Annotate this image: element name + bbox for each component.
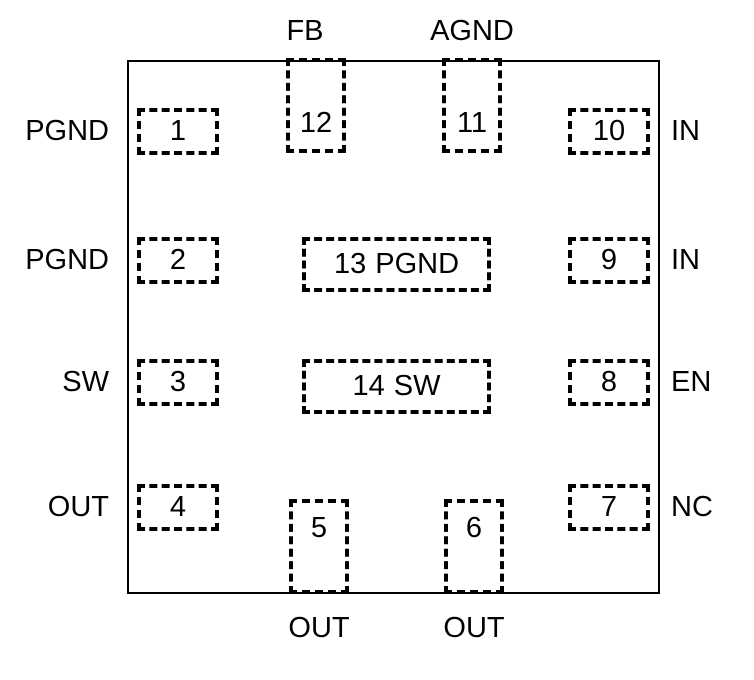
- pin-11-name: AGND: [430, 14, 514, 47]
- pin-6: 6: [444, 499, 504, 594]
- pin-9-name: IN: [671, 244, 700, 276]
- pin-14-number: 14: [352, 370, 385, 402]
- pin-4-number: 4: [169, 491, 187, 523]
- pin-1-number: 1: [169, 115, 187, 147]
- pin-12-number: 12: [299, 107, 333, 139]
- pin-4: 4: [137, 484, 219, 531]
- pin-1: 1: [137, 108, 219, 155]
- pin-7-name: NC: [671, 491, 713, 523]
- pin-14-name: SW: [393, 370, 441, 402]
- pin-7-number: 7: [600, 491, 618, 523]
- pin-13: 13 PGND: [302, 237, 491, 292]
- pin-1-name: PGND: [25, 115, 109, 147]
- pin-13-number: 13: [333, 248, 367, 280]
- pin-5-name: OUT: [288, 611, 350, 644]
- pin-6-number: 6: [465, 512, 483, 544]
- pin-6-name: OUT: [443, 611, 505, 644]
- pin-2-number: 2: [169, 244, 187, 276]
- pin-9: 9: [568, 237, 650, 284]
- pin-10-name: IN: [671, 115, 700, 147]
- pin-13-name: PGND: [375, 248, 460, 280]
- pin-8: 8: [568, 359, 650, 406]
- pin-14: 14 SW: [302, 359, 491, 414]
- pin-9-number: 9: [600, 244, 618, 276]
- pin-10-number: 10: [592, 115, 626, 147]
- pin-5: 5: [289, 499, 349, 594]
- pin-2-name: PGND: [25, 244, 109, 276]
- pin-3-name: SW: [62, 366, 109, 398]
- pin-11-number: 11: [456, 107, 488, 139]
- pin-5-number: 5: [310, 512, 328, 544]
- pin-7: 7: [568, 484, 650, 531]
- pin-12-name: FB: [286, 14, 324, 47]
- pin-2: 2: [137, 237, 219, 284]
- pin-10: 10: [568, 108, 650, 155]
- pin-11: 11: [442, 58, 502, 153]
- pin-8-number: 8: [600, 366, 618, 398]
- pin-4-name: OUT: [47, 491, 109, 523]
- pin-3: 3: [137, 359, 219, 406]
- pin-12: 12: [286, 58, 346, 153]
- pin-3-number: 3: [169, 366, 187, 398]
- pin-8-name: EN: [671, 366, 712, 398]
